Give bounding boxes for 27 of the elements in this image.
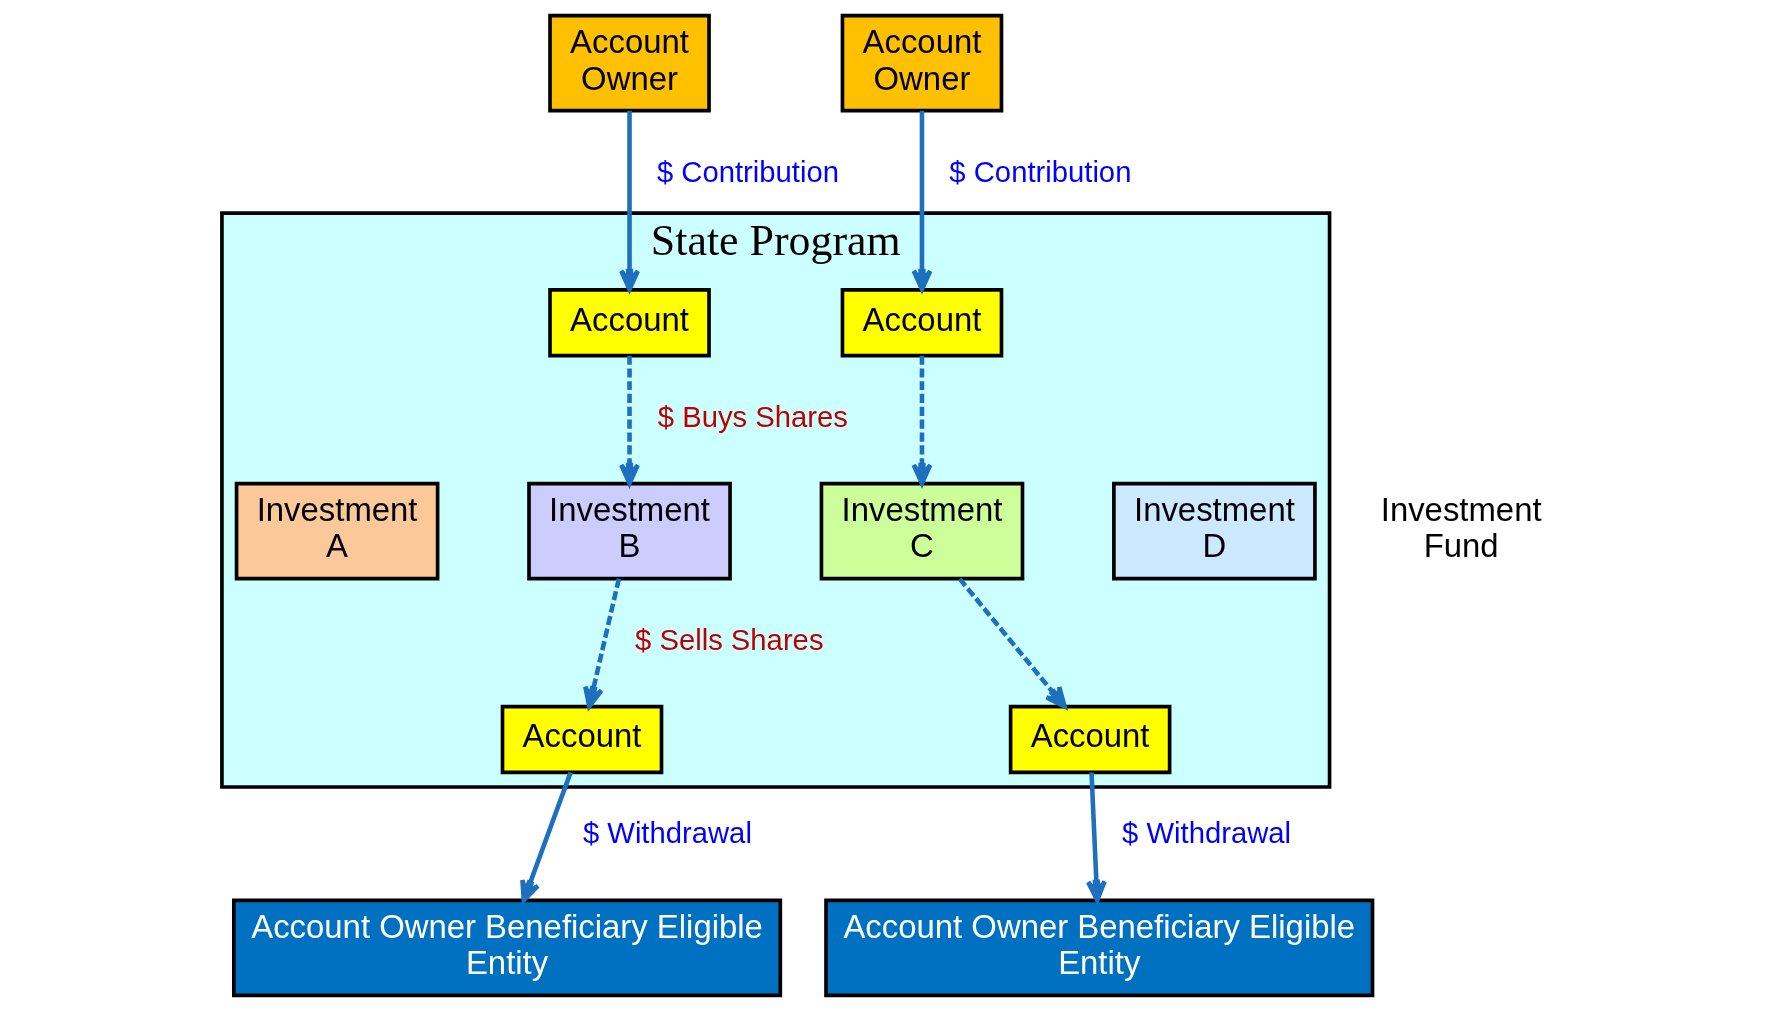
node-box: Account bbox=[840, 288, 1004, 358]
arrow bbox=[957, 577, 1067, 709]
arrow bbox=[583, 578, 622, 709]
node-box: Account bbox=[1008, 704, 1172, 775]
node-box: Investment A bbox=[234, 481, 440, 581]
node-box: Account Owner Beneficiary Eligible Entity bbox=[232, 898, 783, 998]
label: Investment Fund bbox=[1380, 490, 1542, 565]
edge-label: $ Buys Shares bbox=[657, 400, 848, 433]
node-box: Account Owner bbox=[840, 13, 1004, 113]
edge-label: $ Withdrawal bbox=[582, 817, 752, 850]
node-box: Investment B bbox=[527, 481, 732, 581]
node-box: Account bbox=[500, 704, 664, 775]
arrow bbox=[619, 355, 641, 486]
node-box: Account bbox=[548, 288, 711, 358]
arrow bbox=[1085, 772, 1107, 903]
arrow bbox=[619, 110, 641, 292]
edge-label: $ Sells Shares bbox=[635, 623, 824, 656]
edge-label: $ Contribution bbox=[656, 155, 839, 188]
node-box: Account Owner Beneficiary Eligible Entity bbox=[824, 898, 1375, 998]
node-box: Account Owner bbox=[548, 13, 711, 113]
node-box: Investment D bbox=[1112, 481, 1317, 581]
arrow bbox=[911, 110, 933, 292]
edge-label: $ Withdrawal bbox=[1122, 817, 1292, 850]
arrow bbox=[520, 771, 573, 903]
arrow bbox=[911, 355, 933, 486]
node-box: Investment C bbox=[819, 481, 1025, 581]
edge-label: $ Contribution bbox=[949, 155, 1132, 188]
